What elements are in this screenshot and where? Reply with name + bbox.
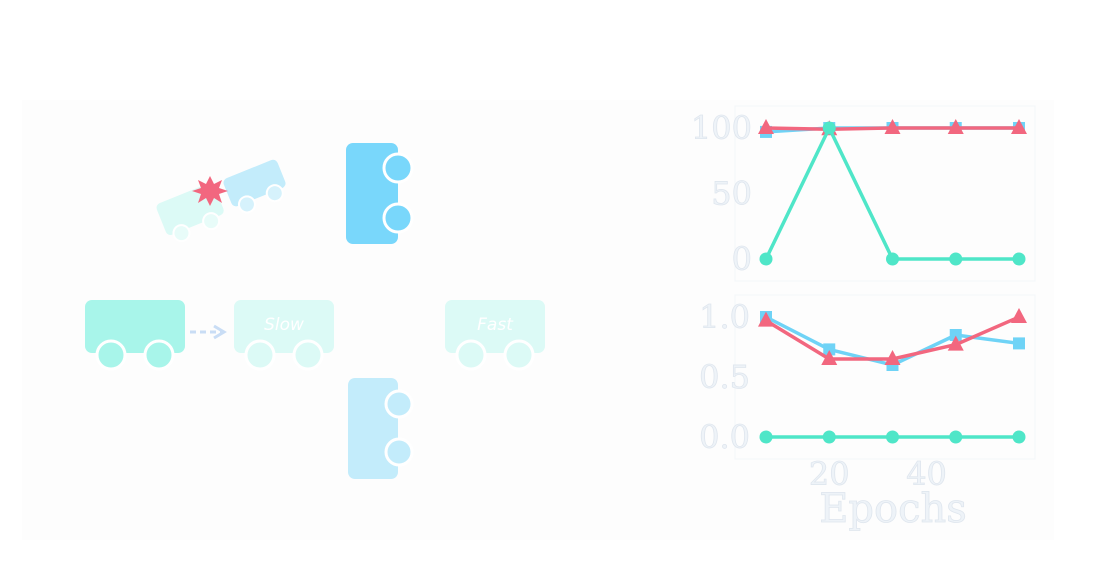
chart-0-circle-marker [886, 252, 899, 266]
car-fast: Fast [445, 300, 545, 371]
chart-bottom: 0.0 0.5 1.0 20 40 [699, 294, 1036, 493]
chart-0-y-tick-label: 100 [691, 109, 752, 147]
chart-0-triangle-marker [1011, 119, 1027, 134]
vertical-car-pale [348, 378, 414, 479]
chart-0-circle-marker [1012, 252, 1026, 266]
chart-1-triangle-marker [1011, 308, 1027, 323]
chart-top: 0 50 100 [691, 105, 1036, 282]
car-plain [85, 300, 185, 371]
crash-burst-icon [192, 176, 228, 206]
car-slow-label: Slow [264, 315, 304, 335]
chart-0-series-2-line [764, 126, 1019, 261]
chart-1-circle-marker [886, 430, 899, 444]
chart-0-triangle-marker [758, 119, 774, 134]
dashed-arrow [190, 324, 227, 340]
chart-1-circle-marker [1012, 430, 1026, 444]
chart-0-y-tick-label: 50 [711, 175, 752, 213]
chart-1-x-tick-label: 40 [906, 455, 947, 493]
chart-1-circle-marker [949, 430, 963, 444]
chart-1-square-marker [823, 343, 836, 356]
chart-1-triangle-marker [947, 335, 964, 351]
chart-bottom-x-axis-label: Epochs [819, 486, 967, 532]
chart-0-frame [734, 105, 1036, 282]
chart-1-y-tick-label: 0.5 [699, 358, 750, 396]
car-fast-label: Fast [477, 315, 514, 335]
chart-0-triangle-marker [884, 119, 901, 134]
chart-1-y-tick-label: 1.0 [699, 298, 750, 336]
chart-1-y-tick-label: 0.0 [699, 418, 750, 456]
chart-0-circle-marker [822, 121, 836, 135]
car-slow: Slow [234, 300, 334, 371]
chart-1-triangle-marker [821, 350, 838, 365]
chart-0-y-tick-label: 0 [732, 240, 752, 278]
vertical-car-blue [346, 143, 414, 244]
chart-1-square-marker [1013, 337, 1025, 350]
chart-0-triangle-marker [947, 119, 964, 134]
chart-1-circle-marker [822, 430, 836, 444]
chart-1-frame [734, 294, 1036, 460]
chart-0-circle-marker [949, 252, 963, 266]
chart-1-x-tick-label: 20 [809, 455, 850, 493]
chart-1-triangle-marker [884, 350, 901, 365]
crashed-car-upper [223, 159, 286, 214]
chart-0-circle-marker [759, 252, 773, 266]
chart-1-circle-marker [759, 430, 773, 444]
chart-1-triangle-marker [758, 311, 774, 327]
chart-1-square-marker [949, 329, 962, 341]
